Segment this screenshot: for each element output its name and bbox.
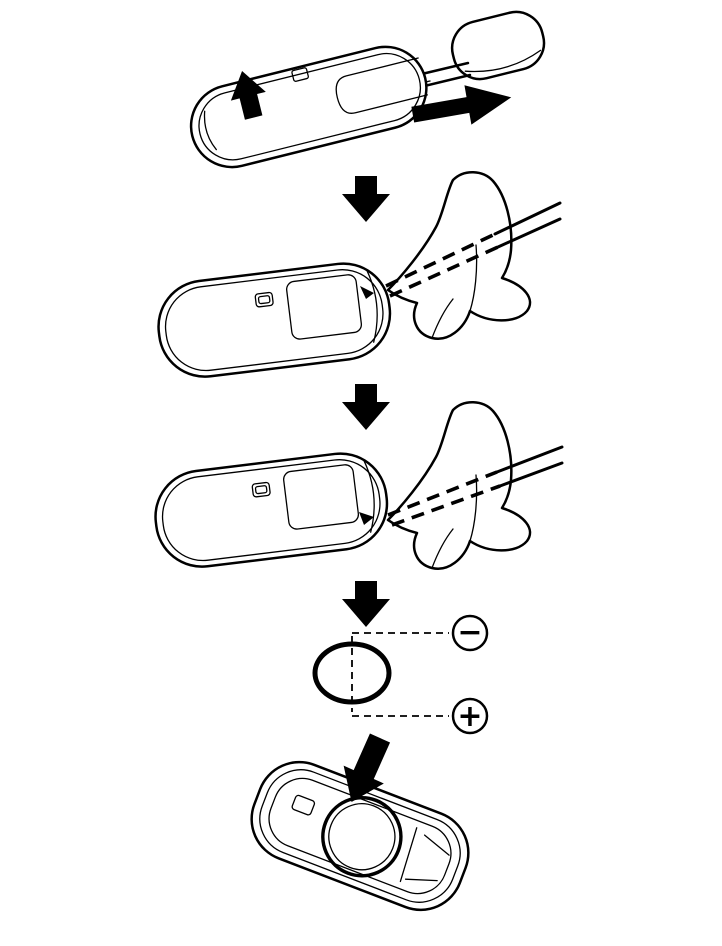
- step-arrow-down-icon-1: [342, 176, 390, 222]
- cover-panel: [286, 274, 363, 340]
- fob-outer-outline: [154, 452, 389, 568]
- battery-callout: − +: [312, 614, 489, 735]
- protective-cloth: [386, 401, 532, 570]
- case-seam-line: [366, 269, 378, 343]
- key-head-outline: [450, 10, 546, 81]
- button-detail: [251, 481, 271, 498]
- screwdriver: [360, 201, 562, 299]
- screwdriver-shaft-top: [495, 445, 564, 474]
- pry-point-arrow-icon: [359, 512, 374, 525]
- mechanical-key-head: [450, 10, 546, 81]
- battery-compartment-inner: [328, 803, 396, 871]
- cloth-outline: [386, 401, 532, 570]
- protective-cloth: [386, 171, 532, 340]
- button-inner-detail: [257, 295, 271, 305]
- step-2-figure: [157, 171, 562, 378]
- latch-detail-top: [423, 834, 450, 856]
- cover-panel: [283, 464, 360, 530]
- cloth-fold-line: [469, 244, 478, 312]
- minus-icon: −: [457, 615, 482, 650]
- battery-icon: [312, 641, 392, 705]
- step-arrow-down-icon-3: [342, 581, 390, 627]
- latch-detail-bottom: [404, 878, 438, 882]
- step-3-figure: [154, 401, 564, 570]
- key-head-inner-line: [464, 49, 542, 73]
- positive-terminal-circle: [451, 697, 489, 735]
- case-seam-line: [363, 459, 375, 533]
- case-inner-outline: [268, 777, 452, 895]
- release-arrow-icon: [230, 71, 266, 120]
- pry-point-arrow-icon: [360, 286, 374, 299]
- cloth-outline: [386, 171, 532, 340]
- fob-body-step3: [154, 452, 389, 568]
- fob-body-step2: [157, 262, 392, 378]
- fob-outer-outline: [157, 262, 392, 378]
- screwdriver-shaft-bottom: [498, 461, 564, 488]
- case-rim-outline: [259, 769, 461, 903]
- negative-terminal-circle: [451, 614, 489, 652]
- compartment-divider-line: [399, 827, 418, 883]
- fob-inner-outline: [164, 269, 384, 372]
- fob-body-step1: [189, 45, 428, 169]
- insert-arrow-icon: [343, 733, 391, 802]
- key-slot-channel: [335, 57, 428, 114]
- cloth-fold-line-2: [431, 528, 454, 569]
- keyring-slot-line: [203, 110, 217, 151]
- release-button-hole: [291, 67, 309, 82]
- fob-outer-outline: [189, 45, 428, 169]
- fob-inner-outline: [198, 52, 422, 161]
- screwdriver: [359, 445, 564, 527]
- cloth-fold-line-2: [431, 298, 454, 339]
- contact-detail: [291, 794, 316, 816]
- screwdriver-shaft-top: [493, 201, 562, 236]
- fob-inner-outline: [161, 459, 381, 562]
- button-inner-detail: [254, 485, 268, 495]
- button-detail: [254, 291, 274, 308]
- step-1-figure: [189, 10, 546, 169]
- battery-compartment: [321, 795, 403, 878]
- screwdriver-shaft-bottom: [496, 217, 562, 249]
- case-interior-figure: [250, 760, 470, 912]
- slide-out-arrow-icon: [411, 85, 512, 125]
- plus-icon: +: [457, 699, 482, 734]
- step-arrow-down-icon-2: [342, 384, 390, 430]
- case-outer-outline: [250, 760, 470, 912]
- screwdriver-hidden-bottom: [391, 484, 501, 527]
